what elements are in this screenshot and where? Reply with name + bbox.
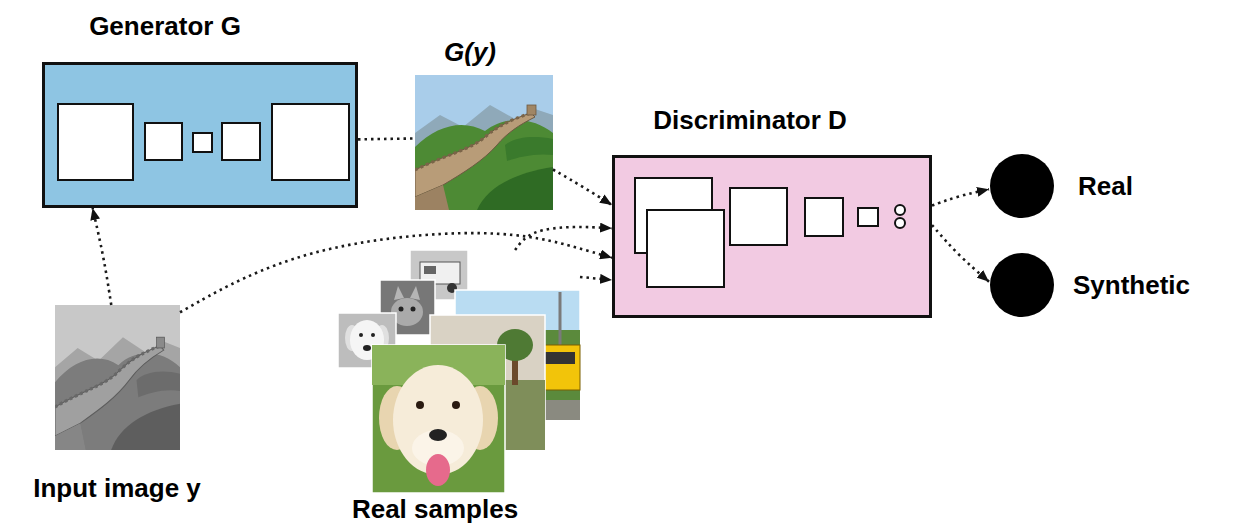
node-label: Discriminator D xyxy=(653,106,847,134)
node-label: Real samples xyxy=(352,495,518,523)
generator-layers xyxy=(58,104,349,180)
real-samples: Real samples xyxy=(335,250,580,495)
generator-layers xyxy=(145,123,182,160)
generator-layers xyxy=(272,104,349,180)
data-flow-arrow xyxy=(932,189,989,205)
data-flow-arrow xyxy=(515,227,612,250)
data-flow-arrow xyxy=(358,137,415,141)
output-circle xyxy=(990,253,1054,317)
data-flow-arrow xyxy=(180,233,612,312)
node-label: Generator G xyxy=(89,12,241,40)
output-node: Synthetic xyxy=(989,252,1195,318)
dog-photo xyxy=(372,345,505,493)
cat-photo xyxy=(394,286,404,300)
dog-photo xyxy=(416,401,424,409)
discriminator-layers xyxy=(805,198,843,236)
generator-box: Generator G xyxy=(42,62,358,208)
discriminator-layers xyxy=(730,188,787,245)
output-circle xyxy=(990,154,1054,218)
discriminator-layers xyxy=(635,178,712,253)
discriminator-layers xyxy=(647,210,724,287)
generator-layers xyxy=(222,123,260,160)
dog-photo xyxy=(426,454,450,486)
small-dog-photo xyxy=(359,333,363,337)
output-circle xyxy=(989,153,1055,219)
input-image: Input image y xyxy=(55,305,180,450)
great-wall-photo-gray xyxy=(55,305,180,450)
small-dog-photo xyxy=(371,333,375,337)
dog-photo xyxy=(372,345,505,493)
generated-image: G(y) xyxy=(415,75,553,210)
dog-photo xyxy=(452,401,460,409)
great-wall-photo xyxy=(415,75,553,210)
dog-photo xyxy=(429,429,447,441)
discriminator-layers xyxy=(895,205,905,215)
small-dog-photo xyxy=(363,345,371,351)
data-flow-arrow xyxy=(553,170,612,206)
generator-layers xyxy=(58,104,133,180)
node-label: Synthetic xyxy=(1073,271,1190,299)
truck-photo xyxy=(424,266,436,274)
discriminator-layers xyxy=(635,178,905,287)
cat-photo xyxy=(399,307,404,312)
node-label: Input image y xyxy=(33,474,201,502)
discriminator-layers xyxy=(858,208,878,226)
output-node: Real xyxy=(989,153,1137,219)
data-flow-arrow xyxy=(93,208,112,305)
cat-photo xyxy=(411,307,416,312)
discriminator-layers xyxy=(895,218,905,228)
cat-photo xyxy=(410,286,420,300)
node-label: Real xyxy=(1078,172,1133,200)
output-circle xyxy=(989,252,1055,318)
data-flow-arrow xyxy=(580,277,612,280)
discriminator-box: Discriminator D xyxy=(612,155,932,318)
node-label: G(y) xyxy=(444,38,496,66)
data-flow-arrow xyxy=(932,225,989,282)
generator-layers xyxy=(193,133,212,152)
bus-photo xyxy=(559,292,562,345)
